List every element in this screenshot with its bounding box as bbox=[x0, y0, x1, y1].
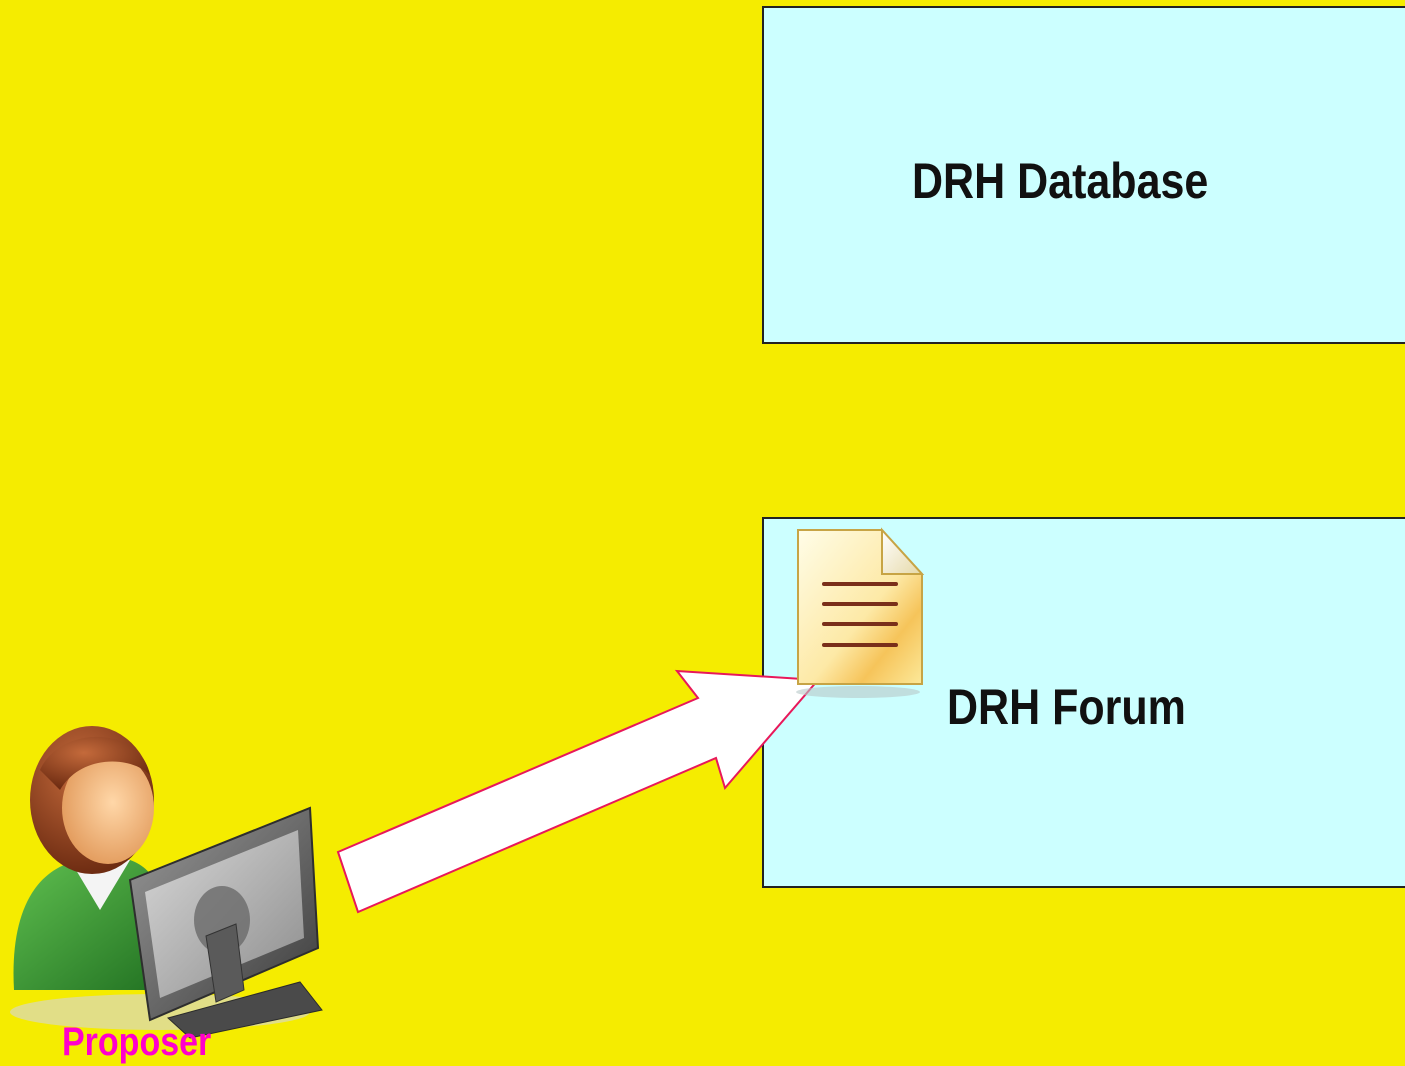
drh-forum-label: DRH Forum bbox=[947, 679, 1186, 735]
drh-database-box: DRH Database bbox=[762, 6, 1405, 344]
user-computer-icon bbox=[10, 726, 323, 1039]
proposer-label: Proposer bbox=[62, 1020, 212, 1064]
document-icon bbox=[796, 527, 925, 698]
drh-database-label: DRH Database bbox=[912, 153, 1209, 209]
